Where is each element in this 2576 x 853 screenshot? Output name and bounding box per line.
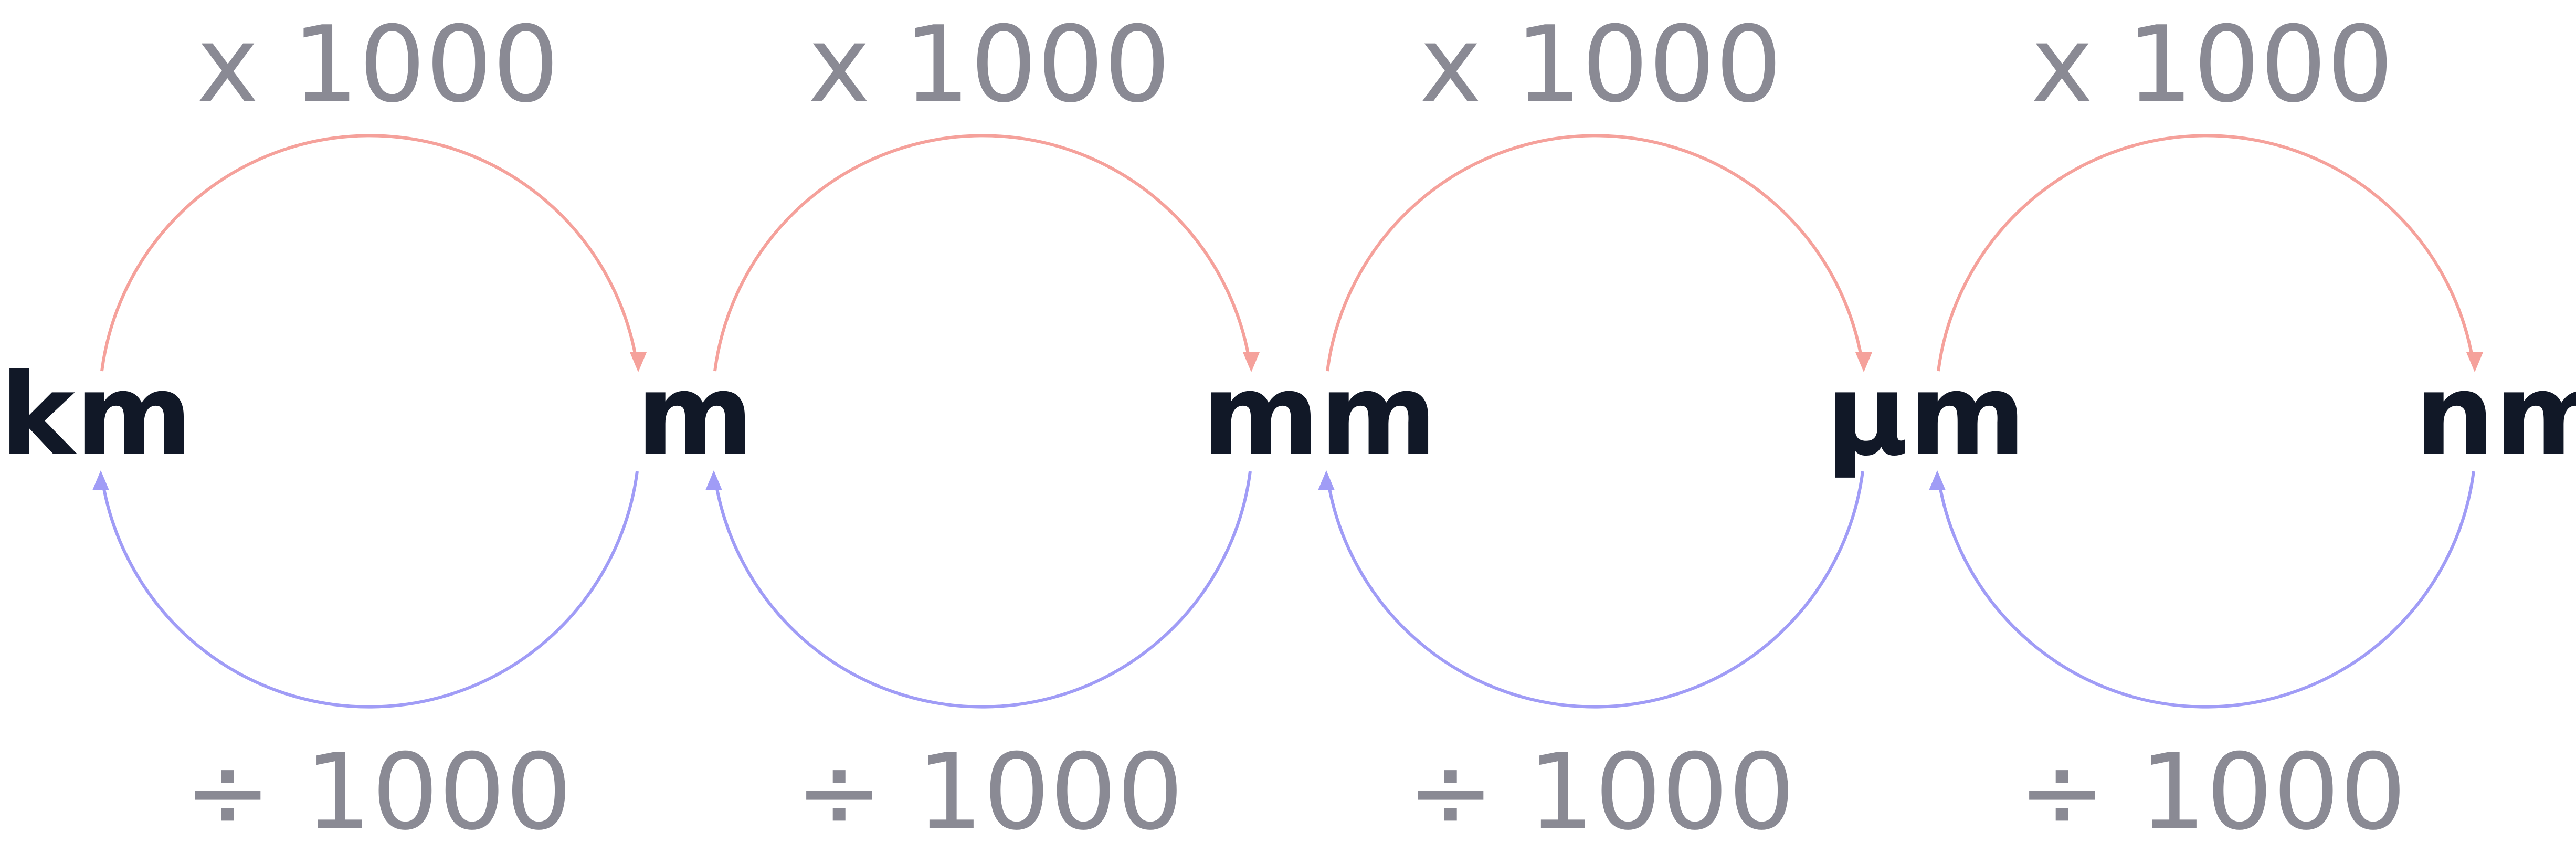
multiply-arrowhead-icon bbox=[1855, 352, 1872, 372]
divide-arrowhead-icon bbox=[1929, 470, 1946, 490]
multiply-arrow-4 bbox=[1937, 134, 2475, 372]
unit-um: µm bbox=[1825, 349, 2026, 481]
divide-label-1: ÷ 1000 bbox=[184, 731, 572, 853]
multiply-label-3: x 1000 bbox=[1420, 4, 1782, 126]
unit-mm: mm bbox=[1202, 349, 1437, 481]
multiply-arrowhead-icon bbox=[630, 352, 647, 372]
multiply-label-4: x 1000 bbox=[2031, 4, 2394, 126]
divide-arrow-4 bbox=[1937, 471, 2475, 709]
multiply-arrow-3 bbox=[1326, 134, 1864, 372]
multiply-arrow-1 bbox=[100, 134, 639, 372]
divide-arrow-2 bbox=[713, 471, 1252, 709]
multiply-arrowhead-icon bbox=[1243, 352, 1260, 372]
multiply-label-1: x 1000 bbox=[197, 4, 559, 126]
divide-label-4: ÷ 1000 bbox=[2018, 731, 2406, 853]
divide-arrow-1 bbox=[100, 471, 639, 709]
unit-nm: nm bbox=[2414, 349, 2576, 481]
multiply-arrowhead-icon bbox=[2466, 352, 2483, 372]
multiply-arrow-2 bbox=[713, 134, 1252, 372]
unit-m: m bbox=[636, 349, 754, 481]
multiply-label-2: x 1000 bbox=[808, 4, 1171, 126]
divide-arrowhead-icon bbox=[705, 470, 722, 490]
divide-label-2: ÷ 1000 bbox=[795, 731, 1184, 853]
divide-arrowhead-icon bbox=[1318, 470, 1335, 490]
arrows-layer bbox=[92, 134, 2483, 709]
divide-arrow-3 bbox=[1326, 471, 1864, 709]
divide-label-3: ÷ 1000 bbox=[1407, 731, 1795, 853]
unit-km: km bbox=[0, 349, 193, 481]
divide-arrowhead-icon bbox=[92, 470, 109, 490]
